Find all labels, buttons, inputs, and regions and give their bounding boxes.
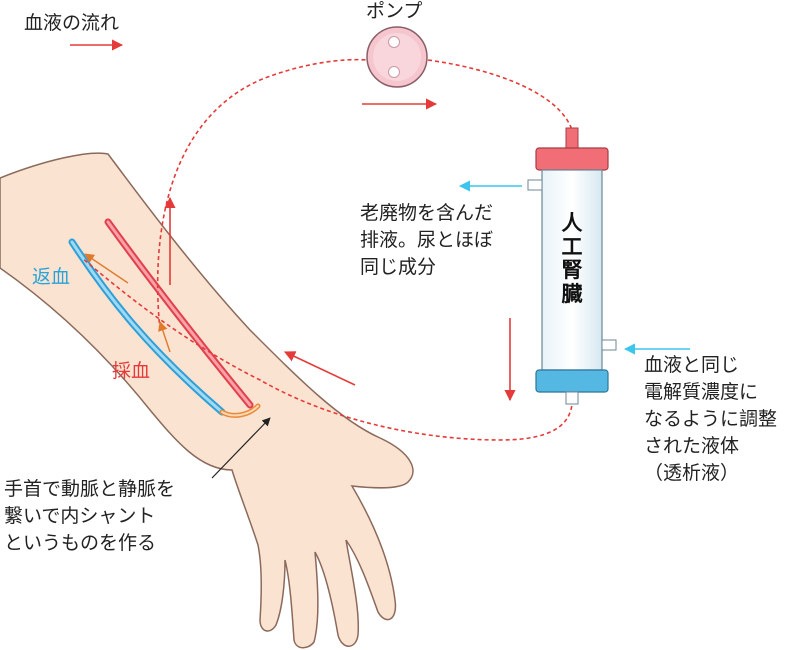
waste-line-2: 排液。尿とほぼ	[360, 228, 494, 251]
return-arrow-orange	[84, 253, 129, 284]
arm-icon	[0, 152, 414, 649]
pump-label: ポンプ	[366, 0, 423, 22]
dialysate-line-5: （透析液）	[644, 461, 740, 484]
blood-circuit	[81, 58, 574, 441]
return-label: 返血	[32, 266, 71, 288]
draw-label: 採血	[112, 360, 151, 382]
dialysate-line-4: された液体	[644, 434, 740, 457]
waste-description: 老廃物を含んだ 排液。尿とほぼ 同じ成分	[360, 200, 493, 281]
dialyzer-label: 人工腎臓	[561, 211, 583, 306]
return-flow-arrow	[283, 351, 356, 386]
circuit-pump-to-dialyzer	[427, 59, 573, 131]
dialysate-line-2: 電解質濃度に	[644, 380, 759, 403]
dialysate-line-3: なるように調整	[644, 407, 778, 430]
arrows	[70, 39, 690, 479]
shunt-line-3: というものを作る	[4, 531, 157, 554]
circuit-dialyzer-to-arm	[81, 257, 574, 441]
shunt-line-1: 手首で動脈と静脈を	[4, 478, 176, 500]
shunt-description: 手首で動脈と静脈を 繋いで内シャント というものを作る	[4, 476, 175, 557]
waste-line-1: 老廃物を含んだ	[360, 202, 494, 224]
legend-label: 血液の流れ	[24, 12, 120, 34]
shunt-pointer	[211, 417, 271, 479]
dialysate-description: 血液と同じ 電解質濃度に なるように調整 された液体 （透析液）	[644, 352, 777, 487]
waste-line-3: 同じ成分	[360, 255, 437, 278]
draw-arrow-1	[158, 321, 171, 353]
dialyzer-icon	[527, 127, 617, 405]
circuit-to-pump	[156, 58, 369, 331]
pump-icon	[366, 26, 428, 88]
shunt-line-2: 繋いで内シャント	[4, 504, 156, 527]
dialysate-line-1: 血液と同じ	[644, 354, 740, 376]
